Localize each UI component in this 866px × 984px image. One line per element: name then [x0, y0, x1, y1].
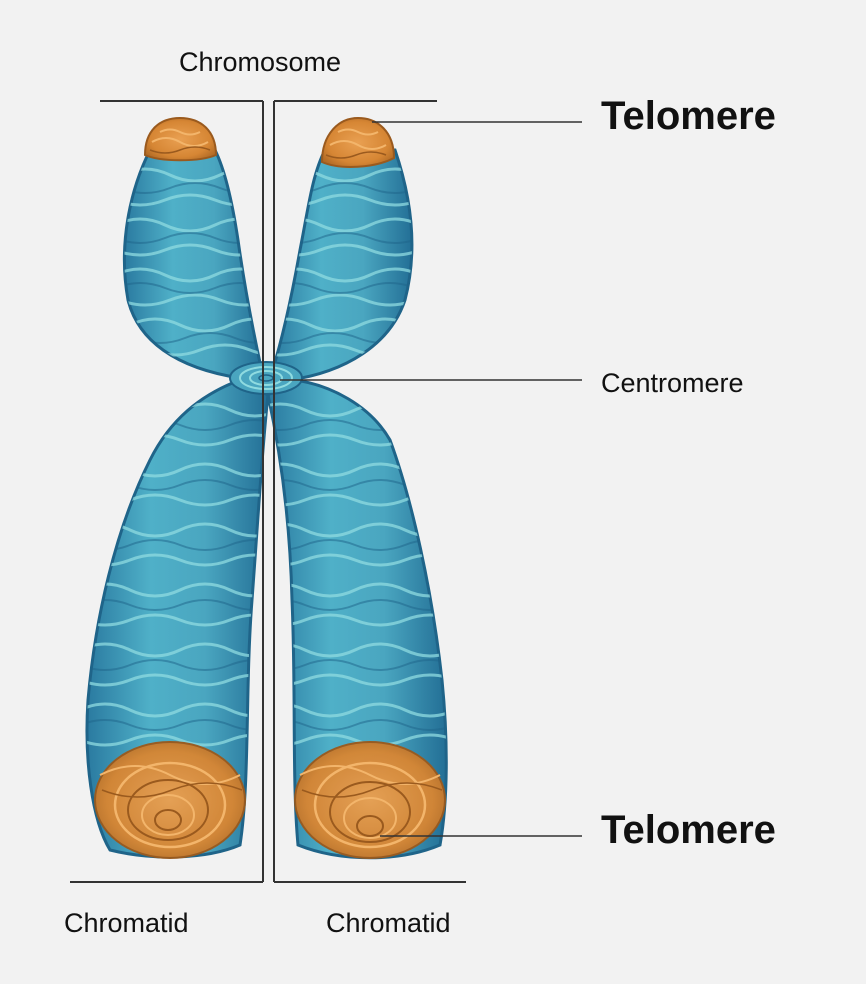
lower-left-arm: [85, 378, 270, 859]
telomere-bottom-right: [294, 741, 446, 859]
telomere-bottom-label: Telomere: [601, 808, 776, 852]
upper-left-arm: [122, 148, 264, 380]
centromere: [229, 361, 303, 395]
chromatid-right-label: Chromatid: [326, 908, 451, 938]
upper-right-arm: [270, 148, 414, 382]
telomere-bottom-left: [94, 741, 246, 859]
chromosome-label: Chromosome: [179, 47, 342, 77]
lower-right-arm: [266, 378, 448, 860]
chromosome-bracket: [70, 100, 466, 883]
telomere-top-left: [143, 116, 218, 162]
chromatid-left-label: Chromatid: [64, 908, 189, 938]
centromere-label: Centromere: [601, 368, 744, 398]
telomere-top-right: [320, 116, 396, 168]
telomere-top-label: Telomere: [601, 94, 776, 138]
leader-lines: [280, 121, 582, 837]
